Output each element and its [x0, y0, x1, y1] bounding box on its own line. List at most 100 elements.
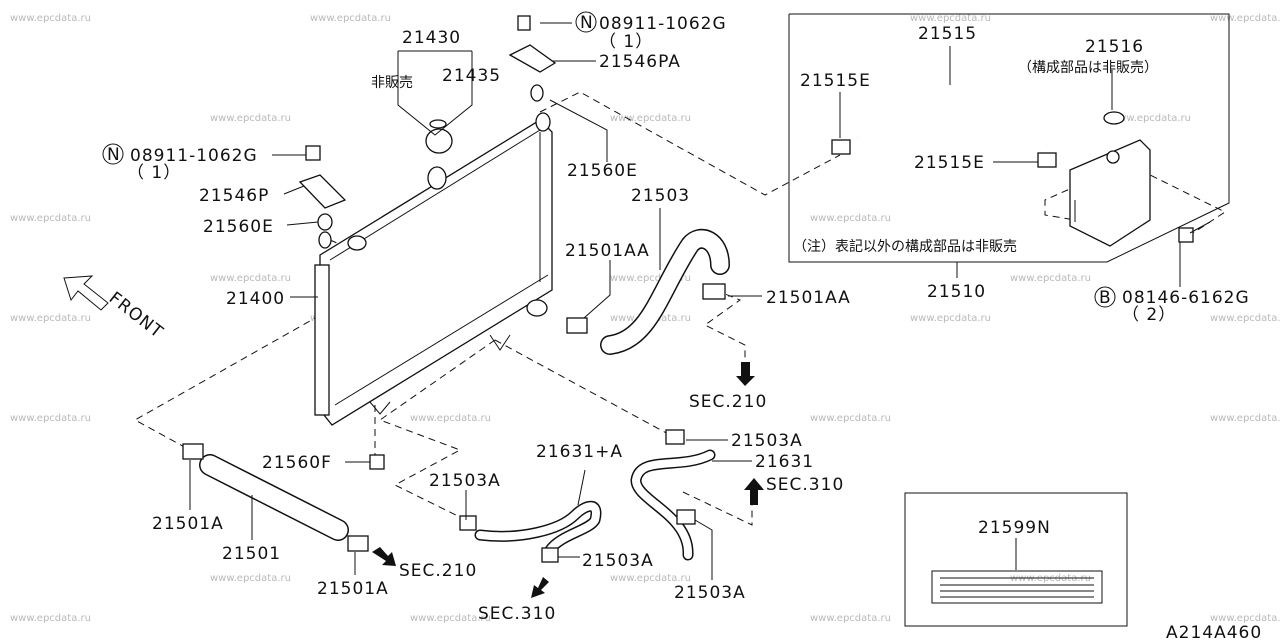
- part-label-21503[interactable]: 21503: [631, 186, 690, 206]
- part-label-08146[interactable]: 08146-6162G: [1122, 288, 1250, 308]
- bracket-top[interactable]: [508, 44, 557, 73]
- watermark: www.epcdata.ru: [10, 313, 91, 324]
- hose-clamp[interactable]: [182, 443, 204, 460]
- part-label-21501aa[interactable]: 21501AA: [565, 241, 650, 261]
- watermark: www.epcdata.ru: [610, 113, 691, 124]
- radiator-tank-line: [329, 129, 541, 261]
- lower-hose[interactable]: [200, 455, 348, 540]
- hose-clamp[interactable]: [1037, 152, 1057, 168]
- arrow-up-icon: [744, 478, 764, 505]
- part-label-21435[interactable]: 21435: [442, 66, 501, 86]
- watermark: www.epcdata.ru: [1110, 113, 1191, 124]
- watermark: www.epcdata.ru: [410, 613, 491, 624]
- part-label-21501[interactable]: 21501: [222, 544, 281, 564]
- watermark: www.epcdata.ru: [1210, 13, 1280, 24]
- hose-clamp[interactable]: [347, 535, 369, 552]
- not-sold-note: 非販売: [371, 75, 413, 91]
- part-label-21546pa[interactable]: 21546PA: [599, 52, 681, 72]
- radiator-drain: [489, 334, 511, 351]
- part-label-21503a[interactable]: 21503A: [582, 551, 654, 571]
- heater-hose-2[interactable]: [632, 451, 714, 559]
- leader: [549, 99, 608, 162]
- nut-left[interactable]: [305, 145, 321, 161]
- n-badge: N: [580, 13, 594, 33]
- front-arrow-icon: [63, 275, 109, 311]
- part-label-21400[interactable]: 21400: [226, 289, 285, 309]
- radiator[interactable]: [314, 112, 553, 426]
- part-label-21631[interactable]: 21631: [755, 452, 814, 472]
- part-label-21430[interactable]: 21430: [402, 28, 461, 48]
- arrow-down-icon: [736, 362, 755, 386]
- watermark: www.epcdata.ru: [210, 113, 291, 124]
- part-qty: （ 2）: [1122, 305, 1176, 325]
- watermark: www.epcdata.ru: [610, 573, 691, 584]
- drain-plug[interactable]: [369, 454, 385, 470]
- bolt-shank: [1189, 221, 1211, 234]
- leader: [397, 51, 473, 136]
- part-label-21516[interactable]: 21516: [1085, 37, 1144, 57]
- radiator-right-outlet: [526, 299, 548, 317]
- leader-lines: [189, 22, 1181, 580]
- hose-clamp[interactable]: [702, 283, 726, 300]
- heater-hose[interactable]: [476, 502, 600, 554]
- section-ref[interactable]: SEC.310: [766, 475, 844, 495]
- watermark: www.epcdata.ru: [1210, 313, 1280, 324]
- hose-clamp[interactable]: [459, 515, 477, 531]
- part-label-21515e[interactable]: 21515E: [914, 153, 985, 173]
- dashed-line: [1139, 169, 1227, 236]
- watermark: www.epcdata.ru: [1210, 613, 1280, 624]
- hose-clamp[interactable]: [676, 509, 696, 525]
- part-label-21501a[interactable]: 21501A: [152, 514, 224, 534]
- section-ref[interactable]: SEC.210: [689, 392, 767, 412]
- radiator-filler-neck: [427, 166, 447, 190]
- reservoir-hose[interactable]: [855, 80, 1051, 146]
- radiator-lower-mount: [369, 401, 391, 415]
- caution-label-part[interactable]: [931, 570, 1103, 604]
- part-label-08911-top[interactable]: 08911-1062G: [599, 14, 727, 34]
- radiator-cap[interactable]: [425, 128, 453, 154]
- radiator-mount-pin: [535, 112, 551, 132]
- watermark: www.epcdata.ru: [210, 573, 291, 584]
- n-badge: N: [107, 145, 121, 165]
- watermark: www.epcdata.ru: [810, 613, 891, 624]
- part-label-21501aa[interactable]: 21501AA: [766, 288, 851, 308]
- part-label-21560e[interactable]: 21560E: [203, 217, 274, 237]
- hose-clamp[interactable]: [665, 429, 685, 445]
- part-label-21503a[interactable]: 21503A: [429, 471, 501, 491]
- reservoir-neck: [1106, 150, 1120, 164]
- dashed-line: [539, 91, 841, 196]
- part-label-21560f[interactable]: 21560F: [262, 453, 332, 473]
- watermark: www.epcdata.ru: [410, 413, 491, 424]
- part-label-21599n[interactable]: 21599N: [978, 518, 1051, 538]
- hose-clamp[interactable]: [566, 317, 588, 334]
- part-label-21560e[interactable]: 21560E: [567, 161, 638, 181]
- section-ref[interactable]: SEC.210: [399, 561, 477, 581]
- watermark: www.epcdata.ru: [910, 13, 991, 24]
- nut-top[interactable]: [517, 15, 531, 31]
- part-label-21546p[interactable]: 21546P: [199, 186, 269, 206]
- dashed-line: [378, 339, 496, 523]
- bracket-left[interactable]: [298, 174, 347, 209]
- hose-clamp[interactable]: [541, 547, 559, 563]
- part-label-21515e[interactable]: 21515E: [800, 71, 871, 91]
- part-label-21510[interactable]: 21510: [927, 282, 986, 302]
- bolt-head[interactable]: [1178, 227, 1194, 243]
- leader: [694, 519, 713, 580]
- reservoir-note: （構成部品は非販売）: [1018, 60, 1158, 76]
- hose-clamp[interactable]: [831, 139, 851, 155]
- part-label-21503a[interactable]: 21503A: [674, 583, 746, 603]
- leader: [583, 260, 611, 319]
- radiator-cap-seal[interactable]: [429, 119, 447, 129]
- part-label-21501a[interactable]: 21501A: [317, 579, 389, 599]
- reservoir-tank[interactable]: [1069, 111, 1151, 247]
- part-qty: （ 1）: [599, 32, 653, 52]
- grommet-top[interactable]: [530, 84, 544, 102]
- part-label-21515[interactable]: 21515: [918, 24, 977, 44]
- part-label-21631a[interactable]: 21631+A: [536, 442, 623, 462]
- grommet-left[interactable]: [317, 213, 333, 231]
- upper-hose[interactable]: [601, 230, 729, 354]
- section-ref[interactable]: SEC.310: [478, 604, 556, 624]
- part-label-21503a[interactable]: 21503A: [731, 431, 803, 451]
- part-label-08911-left[interactable]: 08911-1062G: [130, 146, 258, 166]
